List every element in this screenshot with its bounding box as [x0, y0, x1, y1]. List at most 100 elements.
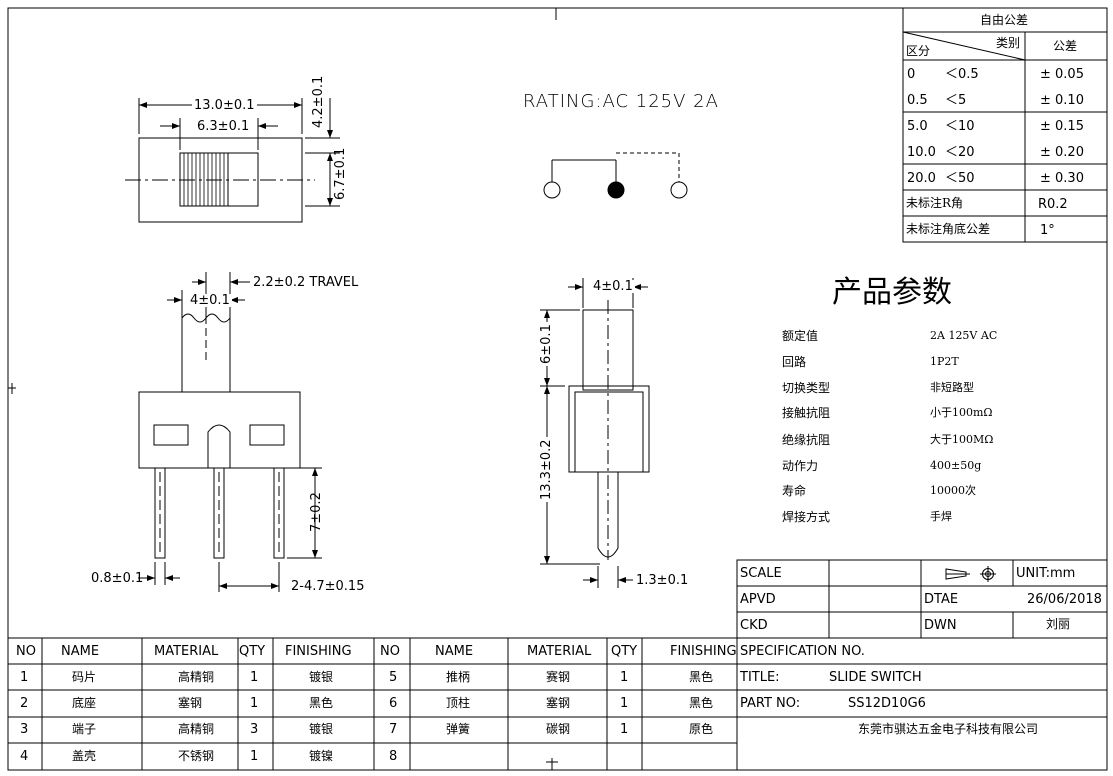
- tolerance-row-value: ± 0.30: [1040, 171, 1084, 186]
- param-key: 寿命: [782, 484, 807, 498]
- tolerance-table-grid: [902, 7, 1108, 243]
- bom-cell-fin: 黑色: [309, 696, 334, 710]
- bom-cell-no: 6: [389, 696, 398, 711]
- bom-cell-mat: 碳钢: [546, 722, 571, 736]
- bom-cell-qty: 1: [250, 670, 259, 685]
- bom-cell-fin: 黑色: [689, 670, 714, 684]
- bom-cell-no: 4: [20, 749, 29, 764]
- tolerance-row-to: ＜0.5: [945, 67, 979, 82]
- bom-cell-name: 推柄: [446, 670, 471, 684]
- bom-cell-no: 2: [20, 696, 29, 711]
- bom-cell-qty: 1: [250, 696, 259, 711]
- tolerance-header-tolerance: 公差: [1053, 39, 1078, 53]
- unit-label: UNIT:mm: [1016, 566, 1076, 581]
- param-key: 接触抗阻: [782, 406, 831, 420]
- tolerance-row-from: 10.0: [907, 145, 936, 160]
- scale-label: SCALE: [740, 566, 782, 581]
- bom-cell-name: 盖壳: [72, 749, 97, 763]
- end-view: [540, 278, 650, 588]
- dim-top-height: 4.2±0.1: [311, 75, 326, 128]
- bom-header: NO: [380, 644, 400, 659]
- bom-cell-fin: 镀镍: [309, 749, 334, 763]
- bom-cell-mat: 不锈钢: [178, 749, 215, 763]
- tolerance-row-value: ± 0.20: [1040, 145, 1084, 160]
- dim-pin-pitch: 2-4.7±0.15: [291, 579, 365, 594]
- dim-knob-width: 4±0.1: [188, 293, 232, 308]
- dtae-label: DTAE: [924, 592, 959, 607]
- bom-header: FINISHING: [670, 644, 737, 659]
- tolerance-row-to: ＜50: [945, 171, 975, 186]
- bom-cell-mat: 塞钢: [546, 696, 571, 710]
- tolerance-row-value: ± 0.05: [1040, 67, 1084, 82]
- tolerance-title: 自由公差: [980, 13, 1029, 27]
- tolerance-angle-label: 未标注角底公差: [906, 222, 991, 236]
- tolerance-header-category: 类别: [996, 36, 1021, 50]
- bom-cell-qty: 1: [620, 670, 629, 685]
- ckd-label: CKD: [740, 618, 768, 633]
- tolerance-row-to: ＜10: [945, 119, 975, 134]
- dim-end-body-height: 13.3±0.2: [539, 437, 554, 502]
- bom-cell-name: 顶柱: [446, 696, 471, 710]
- bom-cell-mat: 赛钢: [546, 670, 571, 684]
- bom-cell-name: 弹簧: [446, 722, 471, 736]
- bom-header: NO: [16, 644, 36, 659]
- param-value: 大于100MΩ: [930, 433, 994, 446]
- sheet-frame: [7, 7, 1108, 771]
- tolerance-row-from: 20.0: [907, 171, 936, 186]
- top-view: [125, 98, 340, 223]
- bom-header: NAME: [61, 644, 100, 659]
- bom-cell-no: 7: [389, 722, 398, 737]
- param-value: 非短路型: [930, 381, 974, 394]
- bom-cell-no: 5: [389, 670, 398, 685]
- param-value: 400±50g: [930, 459, 982, 472]
- tolerance-row-value: ± 0.10: [1040, 93, 1084, 108]
- bom-cell-fin: 镀银: [309, 722, 334, 736]
- bom-cell-name: 底座: [72, 696, 97, 710]
- dim-end-knob-height: 6±0.1: [539, 322, 554, 366]
- tolerance-row-to: ＜5: [945, 93, 967, 108]
- dim-height: 6.7±0.1: [333, 147, 348, 200]
- tolerance-row-value: ± 0.15: [1040, 119, 1084, 134]
- param-key: 绝缘抗阻: [782, 433, 831, 447]
- param-key: 额定值: [782, 329, 819, 343]
- param-value: 手焊: [930, 510, 952, 523]
- tolerance-header-zone: 区分: [906, 44, 931, 58]
- dim-travel: 2.2±0.2 TRAVEL: [253, 275, 359, 290]
- bom-header: QTY: [611, 644, 638, 659]
- bom-cell-qty: 1: [620, 696, 629, 711]
- tolerance-row-from: 0.5: [907, 93, 928, 108]
- tolerance-row-to: ＜20: [945, 145, 975, 160]
- title-label: TITLE:: [740, 670, 780, 685]
- bom-cell-no: 3: [20, 722, 29, 737]
- bom-cell-qty: 1: [250, 749, 259, 764]
- params-title: 产品参数: [832, 275, 952, 310]
- dim-pin-length: 7±0.2: [309, 492, 324, 532]
- bom-cell-no: 8: [389, 749, 398, 764]
- part-value: SS12D10G6: [848, 696, 926, 711]
- param-key: 动作力: [782, 459, 819, 473]
- date-value: 26/06/2018: [1027, 592, 1102, 607]
- bom-cell-name: 码片: [72, 670, 97, 684]
- rating-label: RATING:AC 125V 2A: [523, 91, 719, 112]
- tolerance-row-from: 0: [907, 67, 916, 82]
- circuit-schematic: [543, 152, 688, 199]
- tolerance-radius-value: R0.2: [1038, 197, 1068, 212]
- param-value: 2A 125V AC: [930, 329, 998, 342]
- drawer-name: 刘丽: [1046, 617, 1071, 631]
- tolerance-angle-value: 1°: [1040, 223, 1055, 238]
- bom-cell-fin: 黑色: [689, 696, 714, 710]
- dim-inner-width: 6.3±0.1: [195, 119, 252, 134]
- tolerance-radius-label: 未标注R角: [906, 196, 964, 210]
- dim-end-knob: 4±0.1: [591, 279, 635, 294]
- param-value: 10000次: [930, 484, 976, 497]
- spec-label: SPECIFICATION NO.: [740, 644, 865, 659]
- side-view: [138, 272, 322, 592]
- tolerance-row-from: 5.0: [907, 119, 928, 134]
- bom-cell-no: 1: [20, 670, 29, 685]
- bom-cell-fin: 镀银: [309, 670, 334, 684]
- bom-cell-mat: 高精铜: [178, 670, 215, 684]
- bom-table-grid: [8, 637, 1107, 770]
- bom-cell-mat: 塞钢: [178, 696, 203, 710]
- bom-header: MATERIAL: [154, 644, 219, 659]
